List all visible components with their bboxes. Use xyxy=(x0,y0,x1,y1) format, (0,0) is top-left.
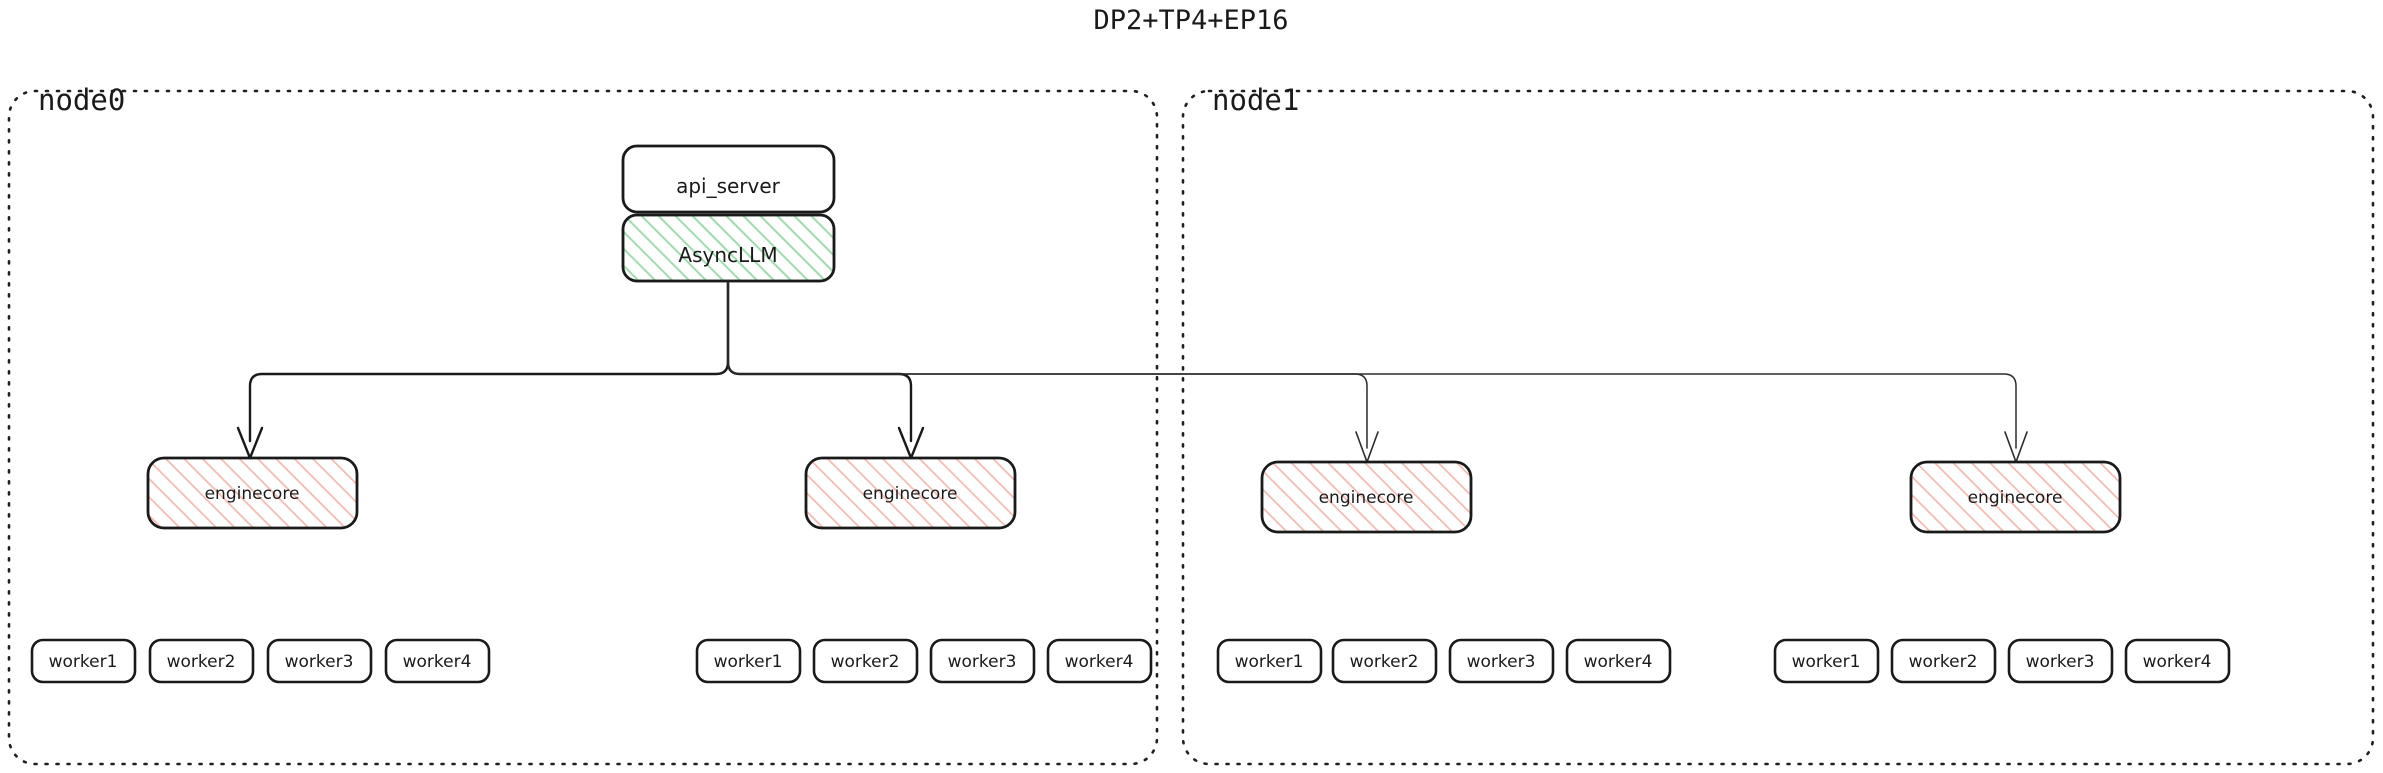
worker-box-node0-ec0-worker1[interactable]: worker1 xyxy=(30,638,137,684)
worker-rect xyxy=(695,638,802,684)
worker-box-node0-ec0-worker3[interactable]: worker3 xyxy=(266,638,373,684)
worker-rect xyxy=(1448,638,1555,684)
worker-box-node1-ec1-worker2[interactable]: worker2 xyxy=(1890,638,1997,684)
worker-rect xyxy=(1216,638,1323,684)
worker-label: worker3 xyxy=(2026,652,2095,672)
worker-box-node1-ec0-worker1[interactable]: worker1 xyxy=(1216,638,1323,684)
node-container-node0: node0 xyxy=(7,83,1159,766)
worker-box-node1-ec1-worker1[interactable]: worker1 xyxy=(1773,638,1880,684)
node1-enginecore-0-fill xyxy=(1262,462,1471,532)
node0-enginecore-1-rect xyxy=(804,456,1017,530)
worker-box-node0-ec0-worker4[interactable]: worker4 xyxy=(384,638,491,684)
worker-label: worker2 xyxy=(831,652,900,672)
worker-box-node1-ec0-worker3[interactable]: worker3 xyxy=(1448,638,1555,684)
async-llm-label: AsyncLLM xyxy=(678,243,777,267)
node-container-node1: node1 xyxy=(1181,83,2375,766)
edge-async-llm-to-node0-enginecore-0 xyxy=(248,279,730,443)
node1-enginecore-1-label: enginecore xyxy=(1968,488,2063,508)
worker-box-node1-ec1-worker4[interactable]: worker4 xyxy=(2124,638,2231,684)
node0-enginecore-1-label: enginecore xyxy=(863,484,958,504)
node1-enginecore-1-fill xyxy=(1911,462,2120,532)
node1-label: node1 xyxy=(1212,83,1299,117)
node0-enginecore-0-rect xyxy=(146,456,359,530)
worker-rect xyxy=(1890,638,1997,684)
diagram-title: DP2+TP4+EP16 xyxy=(1093,5,1288,36)
worker-rect xyxy=(1565,638,1672,684)
node0-label: node0 xyxy=(38,83,125,117)
worker-label: worker1 xyxy=(714,652,783,672)
worker-box-node0-ec1-worker2[interactable]: worker2 xyxy=(812,638,919,684)
worker-box-node0-ec1-worker4[interactable]: worker4 xyxy=(1046,638,1153,684)
worker-label: worker4 xyxy=(403,652,472,672)
enginecore-box-node1-1[interactable]: enginecore xyxy=(1909,460,2122,534)
worker-rect xyxy=(1331,638,1438,684)
api-server-box[interactable]: api_server xyxy=(621,144,836,214)
worker-group-node0-ec1: worker1 worker2 worker3 worker4 xyxy=(695,638,1153,684)
worker-rect xyxy=(148,638,255,684)
node1-enginecore-0-label: enginecore xyxy=(1319,488,1414,508)
async-llm-box[interactable]: AsyncLLM xyxy=(621,213,836,283)
worker-label: worker1 xyxy=(1235,652,1304,672)
node1-enginecore-1-rect xyxy=(1909,460,2122,534)
enginecore-box-node0-1[interactable]: enginecore xyxy=(804,456,1017,530)
edge-group-asyncllm-to-enginecores xyxy=(236,279,2028,463)
worker-rect xyxy=(266,638,373,684)
worker-label: worker4 xyxy=(2143,652,2212,672)
worker-label: worker2 xyxy=(1350,652,1419,672)
edge-async-llm-to-node1-enginecore-1 xyxy=(727,280,2017,449)
worker-group-node1-ec0: worker1 worker2 worker3 worker4 xyxy=(1216,638,1672,684)
worker-box-node1-ec0-worker4[interactable]: worker4 xyxy=(1565,638,1672,684)
worker-label: worker2 xyxy=(1909,652,1978,672)
worker-rect xyxy=(2007,638,2114,684)
worker-rect xyxy=(1773,638,1880,684)
node1-border xyxy=(1181,89,2375,766)
node0-enginecore-0-fill xyxy=(148,458,357,528)
worker-rect xyxy=(30,638,137,684)
edge-async-llm-to-node1-enginecore-0 xyxy=(727,280,1368,449)
worker-rect xyxy=(812,638,919,684)
worker-label: worker1 xyxy=(1792,652,1861,672)
enginecore-box-node1-0[interactable]: enginecore xyxy=(1260,460,1473,534)
worker-group-node0-ec0: worker1 worker2 worker3 worker4 xyxy=(30,638,491,684)
worker-label: worker3 xyxy=(948,652,1017,672)
api-server-rect xyxy=(621,144,836,214)
node0-border xyxy=(7,89,1159,766)
async-llm-fill xyxy=(623,215,834,281)
worker-rect xyxy=(1046,638,1153,684)
worker-label: worker3 xyxy=(285,652,354,672)
worker-label: worker2 xyxy=(167,652,236,672)
worker-box-node0-ec1-worker1[interactable]: worker1 xyxy=(695,638,802,684)
node0-enginecore-1-fill xyxy=(806,458,1015,528)
worker-label: worker3 xyxy=(1467,652,1536,672)
worker-rect xyxy=(2124,638,2231,684)
worker-label: worker4 xyxy=(1065,652,1134,672)
worker-box-node0-ec1-worker3[interactable]: worker3 xyxy=(929,638,1036,684)
worker-rect xyxy=(384,638,491,684)
worker-group-node1-ec1: worker1 worker2 worker3 worker4 xyxy=(1773,638,2231,684)
worker-box-node1-ec1-worker3[interactable]: worker3 xyxy=(2007,638,2114,684)
worker-box-node0-ec0-worker2[interactable]: worker2 xyxy=(148,638,255,684)
edge-async-llm-to-node0-enginecore-1 xyxy=(726,279,913,443)
enginecore-box-node0-0[interactable]: enginecore xyxy=(146,456,359,530)
worker-box-node1-ec0-worker2[interactable]: worker2 xyxy=(1331,638,1438,684)
node0-enginecore-0-label: enginecore xyxy=(205,484,300,504)
worker-rect xyxy=(929,638,1036,684)
worker-label: worker1 xyxy=(49,652,118,672)
worker-label: worker4 xyxy=(1584,652,1653,672)
node1-enginecore-0-rect xyxy=(1260,460,1473,534)
api-server-label: api_server xyxy=(676,174,781,198)
